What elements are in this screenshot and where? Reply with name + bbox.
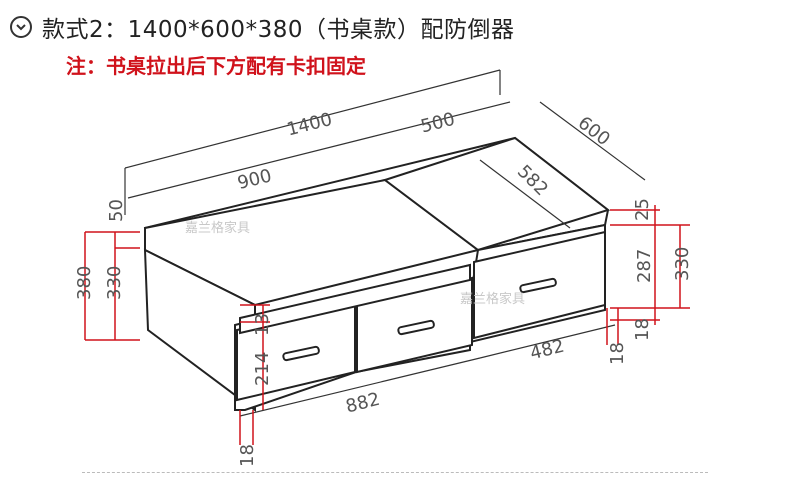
watermark-1: 嘉兰格家具 [185, 220, 250, 236]
front-top-rail [239, 263, 471, 335]
handle-right [519, 277, 557, 294]
dim-total-length: 1400 [285, 109, 335, 140]
chevron-down-circle-icon [10, 16, 32, 38]
dim-body-height-left: 330 [104, 266, 125, 300]
dim-top-left: 50 [106, 199, 127, 222]
handle-middle [397, 319, 435, 336]
dim-body-height-right: 330 [672, 247, 693, 281]
note-text: 注：书桌拉出后下方配有卡扣固定 [66, 54, 366, 78]
dim-drawer-height: 214 [252, 352, 273, 386]
dim-base-right: 18 [607, 342, 628, 365]
page-title: 款式2：1400*600*380（书桌款）配防倒器 [42, 17, 515, 43]
left-end-panel [143, 248, 256, 412]
dim-bottom-length: 882 [344, 389, 382, 418]
watermark-2: 嘉兰格家具 [460, 291, 525, 307]
dim-depth: 600 [574, 112, 614, 150]
desk-lid [144, 178, 481, 307]
dim-gap-small: 13 [252, 313, 273, 336]
dim-top-right: 25 [632, 198, 653, 221]
dim-base-left: 18 [237, 444, 258, 467]
dim-base-right-side: 18 [632, 318, 653, 341]
dim-right-drawer-height: 287 [634, 249, 655, 283]
right-lid [382, 136, 611, 252]
dim-bottom-right-length: 482 [528, 336, 566, 365]
handle-left [282, 345, 320, 362]
drawer-right [473, 230, 606, 340]
divider [82, 472, 708, 473]
header: 款式2：1400*600*380（书桌款）配防倒器 [10, 10, 514, 44]
dim-total-height: 380 [74, 266, 95, 300]
dim-right-length: 500 [419, 109, 457, 138]
